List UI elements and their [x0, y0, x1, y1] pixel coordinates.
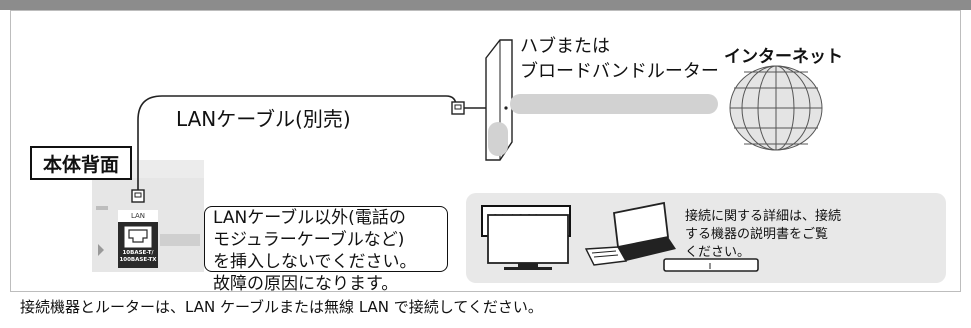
cable-plug-unit — [131, 189, 145, 203]
internet-label: インターネット — [724, 47, 843, 67]
internet-globe — [729, 65, 823, 151]
port-spec: 10BASE-T/ 100BASE-TX — [119, 250, 157, 263]
top-bar — [0, 0, 971, 10]
devices-note: 接続に関する詳細は、接続 する機器の説明書をご覧 ください。 — [685, 209, 842, 260]
lan-cable — [137, 95, 457, 196]
port-label: LAN — [130, 212, 146, 220]
cable-plug-router — [451, 101, 486, 115]
laptop-icon — [584, 201, 676, 266]
lan-port — [118, 210, 158, 268]
hub-label-line2: ブロードバンドルーター — [520, 61, 719, 82]
wireless-band-vertical — [488, 122, 508, 156]
cable-label: LANケーブル(別売) — [176, 107, 351, 131]
footer-note: 接続機器とルーターは、LAN ケーブルまたは無線 LAN で接続してください。 — [20, 298, 543, 316]
body-rear-label: 本体背面 — [30, 146, 132, 180]
wireless-band-horizontal — [510, 94, 718, 114]
hub-label-line1: ハブまたは — [520, 36, 610, 57]
tv-icon — [487, 214, 569, 270]
recorder-icon — [663, 258, 759, 272]
device-graphics — [487, 201, 759, 272]
warning-box: LANケーブル以外(電話の モジュラーケーブルなど) を挿入しないでください。 … — [204, 206, 448, 294]
hub-label: ハブまたは ブロードバンドルーター — [520, 34, 719, 84]
